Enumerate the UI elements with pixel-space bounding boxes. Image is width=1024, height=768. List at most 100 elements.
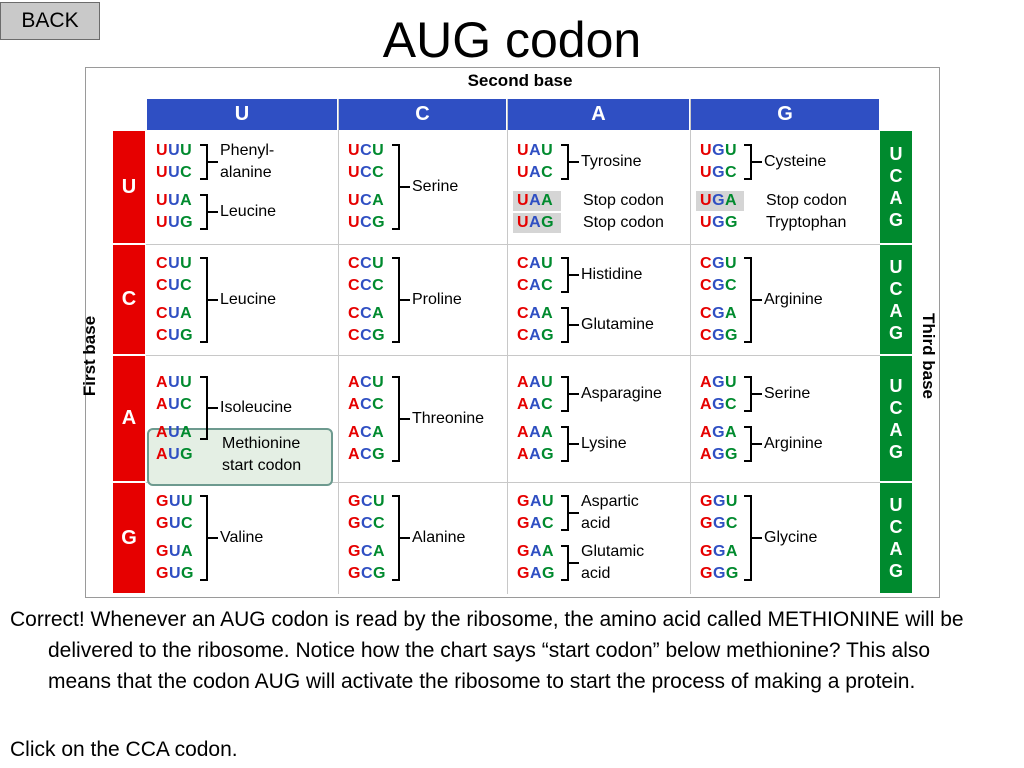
row-divider: [146, 244, 880, 245]
codon-guc[interactable]: GUC: [156, 515, 194, 532]
codon-auu[interactable]: AUU: [156, 373, 193, 391]
codon-gag[interactable]: GAG: [517, 565, 555, 582]
codon-cga[interactable]: CGA: [700, 304, 738, 322]
codon-ggg[interactable]: GGG: [700, 565, 739, 582]
codon-uua[interactable]: UUA: [156, 192, 193, 209]
codon-gca[interactable]: GCA: [348, 543, 386, 560]
codon-bracket: [561, 306, 569, 343]
row-divider: [146, 355, 880, 356]
amino-acid-label: Serine: [764, 384, 811, 402]
first-base-a: A: [113, 356, 145, 481]
third-base-letter: C: [889, 166, 903, 186]
codon-aua[interactable]: AUA: [156, 423, 193, 441]
codon-ugu[interactable]: UGU: [700, 142, 738, 159]
codon-agg[interactable]: AGG: [700, 445, 738, 463]
codon-cca[interactable]: CCA: [348, 304, 385, 322]
codon-guu[interactable]: GUU: [156, 493, 194, 510]
amino-acid-label: Phenyl-alanine: [220, 142, 275, 181]
column-divider: [507, 99, 508, 594]
codon-ucc[interactable]: UCC: [348, 164, 385, 181]
codon-uaa[interactable]: UAA: [517, 192, 554, 209]
third-base-letter: G: [888, 441, 903, 462]
codon-cuu[interactable]: CUU: [156, 254, 193, 272]
codon-agc[interactable]: AGC: [700, 395, 738, 413]
codon-cgu[interactable]: CGU: [700, 254, 738, 272]
codon-ucg[interactable]: UCG: [348, 214, 386, 231]
codon-ggu[interactable]: GGU: [700, 493, 738, 510]
codon-bracket: [200, 194, 208, 230]
amino-acid-label: Tyrosine: [581, 153, 642, 170]
codon-aca[interactable]: ACA: [348, 423, 385, 441]
codon-ccu[interactable]: CCU: [348, 254, 385, 272]
codon-aug[interactable]: AUG: [156, 445, 194, 463]
amino-acid-label: Isoleucine: [220, 398, 293, 416]
codon-acu[interactable]: ACU: [348, 373, 385, 391]
codon-ugc[interactable]: UGC: [700, 164, 738, 181]
codon-cgg[interactable]: CGG: [700, 326, 738, 344]
codon-gua[interactable]: GUA: [156, 543, 194, 560]
codon-ccc[interactable]: CCC: [348, 276, 385, 294]
codon-uac[interactable]: UAC: [517, 164, 554, 181]
codon-ugg[interactable]: UGG: [700, 214, 738, 231]
codon-cgc[interactable]: CGC: [700, 276, 738, 294]
back-button[interactable]: BACK: [0, 2, 100, 40]
bracket-tick: [208, 298, 218, 301]
codon-ccg[interactable]: CCG: [348, 326, 386, 344]
row-divider: [146, 482, 880, 483]
codon-bracket: [392, 256, 400, 343]
bracket-tick: [400, 537, 410, 539]
codon-cac[interactable]: CAC: [517, 276, 554, 294]
codon-bracket: [561, 144, 569, 180]
codon-gcg[interactable]: GCG: [348, 565, 386, 582]
codon-gga[interactable]: GGA: [700, 543, 738, 560]
codon-auc[interactable]: AUC: [156, 395, 193, 413]
third-base-letter: G: [888, 210, 903, 230]
codon-gaa[interactable]: GAA: [517, 543, 555, 560]
first-base-c: C: [113, 245, 145, 354]
codon-gac[interactable]: GAC: [517, 515, 555, 532]
codon-acg[interactable]: ACG: [348, 445, 386, 463]
codon-aaa[interactable]: AAA: [517, 423, 554, 441]
codon-uga[interactable]: UGA: [700, 192, 738, 209]
codon-bracket: [561, 495, 569, 531]
codon-aac[interactable]: AAC: [517, 395, 554, 413]
codon-gcu[interactable]: GCU: [348, 493, 386, 510]
third-base-letter: U: [889, 375, 903, 396]
codon-cuc[interactable]: CUC: [156, 276, 193, 294]
codon-cua[interactable]: CUA: [156, 304, 193, 322]
codon-gcc[interactable]: GCC: [348, 515, 386, 532]
codon-caa[interactable]: CAA: [517, 304, 554, 322]
amino-acid-label: Leucine: [220, 203, 277, 220]
codon-ggc[interactable]: GGC: [700, 515, 738, 532]
codon-uca[interactable]: UCA: [348, 192, 385, 209]
codon-uuc[interactable]: UUC: [156, 164, 193, 181]
codon-ucu[interactable]: UCU: [348, 142, 385, 159]
stop-codon-highlight: [513, 213, 561, 233]
codon-cug[interactable]: CUG: [156, 326, 194, 344]
bracket-tick: [569, 392, 579, 395]
amino-acid-label: Threonine: [412, 409, 485, 427]
bracket-tick: [569, 273, 579, 276]
codon-gau[interactable]: GAU: [517, 493, 555, 510]
second-base-label: Second base: [467, 71, 573, 90]
codon-uag[interactable]: UAG: [517, 214, 555, 231]
codon-uug[interactable]: UUG: [156, 214, 194, 231]
codon-aau[interactable]: AAU: [517, 373, 554, 391]
codon-aag[interactable]: AAG: [517, 445, 555, 463]
codon-bracket: [561, 375, 569, 412]
bracket-tick: [208, 406, 218, 409]
codon-agu[interactable]: AGU: [700, 373, 738, 391]
codon-cau[interactable]: CAU: [517, 254, 554, 272]
amino-acid-label: Glycine: [764, 529, 818, 546]
codon-cag[interactable]: CAG: [517, 326, 555, 344]
codon-gug[interactable]: GUG: [156, 565, 194, 582]
page-title: AUG codon: [382, 12, 642, 68]
codon-acc[interactable]: ACC: [348, 395, 385, 413]
bracket-tick: [400, 417, 410, 420]
codon-aga[interactable]: AGA: [700, 423, 738, 441]
codon-uau[interactable]: UAU: [517, 142, 554, 159]
third-base-letter: U: [889, 144, 903, 164]
codon-uuu[interactable]: UUU: [156, 142, 193, 159]
